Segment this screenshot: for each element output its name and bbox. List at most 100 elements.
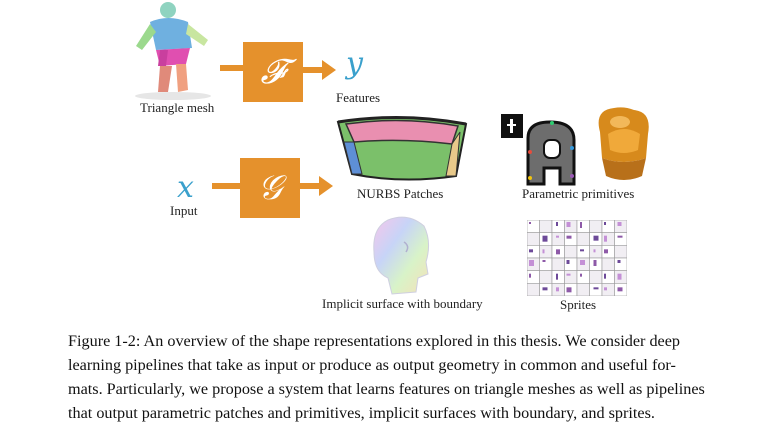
sprite-cell [539, 245, 553, 259]
f-operator-symbol: 𝓕 [260, 52, 286, 92]
arrow-f-to-y-icon [302, 60, 336, 80]
sprite-cell [551, 220, 565, 233]
sprite-mark [580, 222, 582, 228]
sprite-mark [617, 222, 622, 226]
sprite-mark [604, 235, 607, 242]
label-implicit-surface: Implicit surface with boundary [322, 296, 483, 311]
sprite-mark [542, 235, 548, 242]
sprite-mark [604, 222, 606, 225]
sprite-mark [604, 273, 606, 279]
sprite-cell [527, 232, 540, 246]
sprite-mark [566, 235, 572, 239]
chair-primitives-image [598, 107, 649, 180]
label-features: Features [336, 90, 381, 105]
caption-line-1: Figure 1-2: An overview of the shape rep… [68, 332, 681, 350]
y-symbol: y [346, 46, 363, 81]
sprite-cell [527, 283, 540, 296]
label-sprites: Sprites [560, 297, 597, 312]
sprite-mark [556, 287, 559, 292]
sprite-mark [556, 249, 560, 255]
sprite-cell [576, 245, 590, 259]
sprite-cell [601, 245, 615, 259]
sprite-mark [580, 249, 584, 252]
sprite-mark [593, 287, 599, 290]
label-triangle-mesh: Triangle mesh [140, 100, 215, 115]
figure-caption: Figure 1-2: An overview of the shape rep… [68, 329, 758, 425]
sprite-cell [601, 257, 615, 271]
sprite-cell [614, 257, 627, 271]
sprite-cell [601, 283, 615, 296]
f-operator-box: 𝓕 [243, 42, 303, 102]
sprite-mark [529, 273, 531, 278]
nurbs-patches-image [336, 115, 468, 181]
sprite-cell [589, 270, 603, 284]
sprite-mark [542, 249, 545, 254]
sprite-cell [589, 220, 603, 233]
sprite-cell [589, 283, 603, 296]
sprite-mark [542, 287, 548, 291]
sprite-mark [593, 235, 599, 241]
sprite-cell [551, 232, 565, 246]
sprite-cell [601, 270, 615, 284]
sprite-cell [564, 220, 578, 233]
font-glyph-image [501, 114, 523, 138]
label-parametric-primitives: Parametric primitives [522, 186, 635, 201]
sprite-mark [556, 235, 559, 238]
sprite-mark [556, 273, 558, 280]
arrow-g-output-icon [299, 176, 333, 196]
g-operator-box: 𝒢 [240, 158, 300, 218]
sprite-cell [539, 220, 553, 233]
sprite-cell [614, 232, 627, 246]
sprite-cell [564, 232, 578, 246]
sprite-mark [529, 260, 534, 266]
sprites-grid-image [527, 220, 627, 296]
x-symbol: x [177, 170, 194, 205]
sprite-mark [617, 287, 623, 292]
sprite-cell [589, 245, 603, 259]
sprite-cell [551, 270, 565, 284]
sprite-cell [576, 232, 590, 246]
sprite-mark [556, 222, 558, 226]
sprite-mark [529, 249, 533, 253]
sprite-mark [566, 260, 570, 264]
sprite-cell [551, 257, 565, 271]
sprite-mark [593, 260, 597, 266]
sprite-cell [576, 283, 590, 296]
sprite-mark [617, 273, 622, 280]
sprite-mark [566, 287, 572, 293]
sprite-mark [604, 287, 607, 291]
sprite-mark [593, 249, 596, 253]
sprite-mark [580, 260, 585, 265]
sprite-cell [527, 245, 540, 259]
sprite-cell [527, 220, 540, 233]
sprite-cell [576, 270, 590, 284]
sprite-mark [566, 222, 571, 227]
label-nurbs-patches: NURBS Patches [357, 186, 444, 201]
sprite-mark [529, 222, 531, 224]
sprite-cell [564, 257, 578, 271]
sprite-mark [542, 260, 546, 262]
sprite-cell [601, 232, 615, 246]
sprite-mark [604, 249, 608, 254]
sprite-cell [564, 270, 578, 284]
sprite-cell [527, 270, 540, 284]
sprite-cell [614, 220, 627, 233]
sprite-mark [566, 273, 571, 276]
label-input: Input [170, 203, 198, 218]
sprite-cell [539, 257, 553, 271]
arrow-into-g [212, 183, 246, 189]
sprite-cell [564, 245, 578, 259]
implicit-surface-image [373, 216, 430, 295]
sprite-cell [539, 270, 553, 284]
arrow-into-f [220, 65, 250, 71]
sprite-cell [601, 220, 615, 233]
triangle-mesh-image [135, 2, 211, 100]
caption-line-3: mats. Particularly, we propose a system … [68, 380, 705, 398]
sprite-cell [576, 220, 590, 233]
caption-line-4: that output parametric patches and primi… [68, 404, 655, 422]
sprite-mark [617, 235, 623, 238]
g-operator-symbol: 𝒢 [257, 168, 283, 208]
letter-a-primitives-image [526, 120, 576, 186]
sprite-mark [617, 260, 621, 263]
sprite-cell [614, 245, 627, 259]
